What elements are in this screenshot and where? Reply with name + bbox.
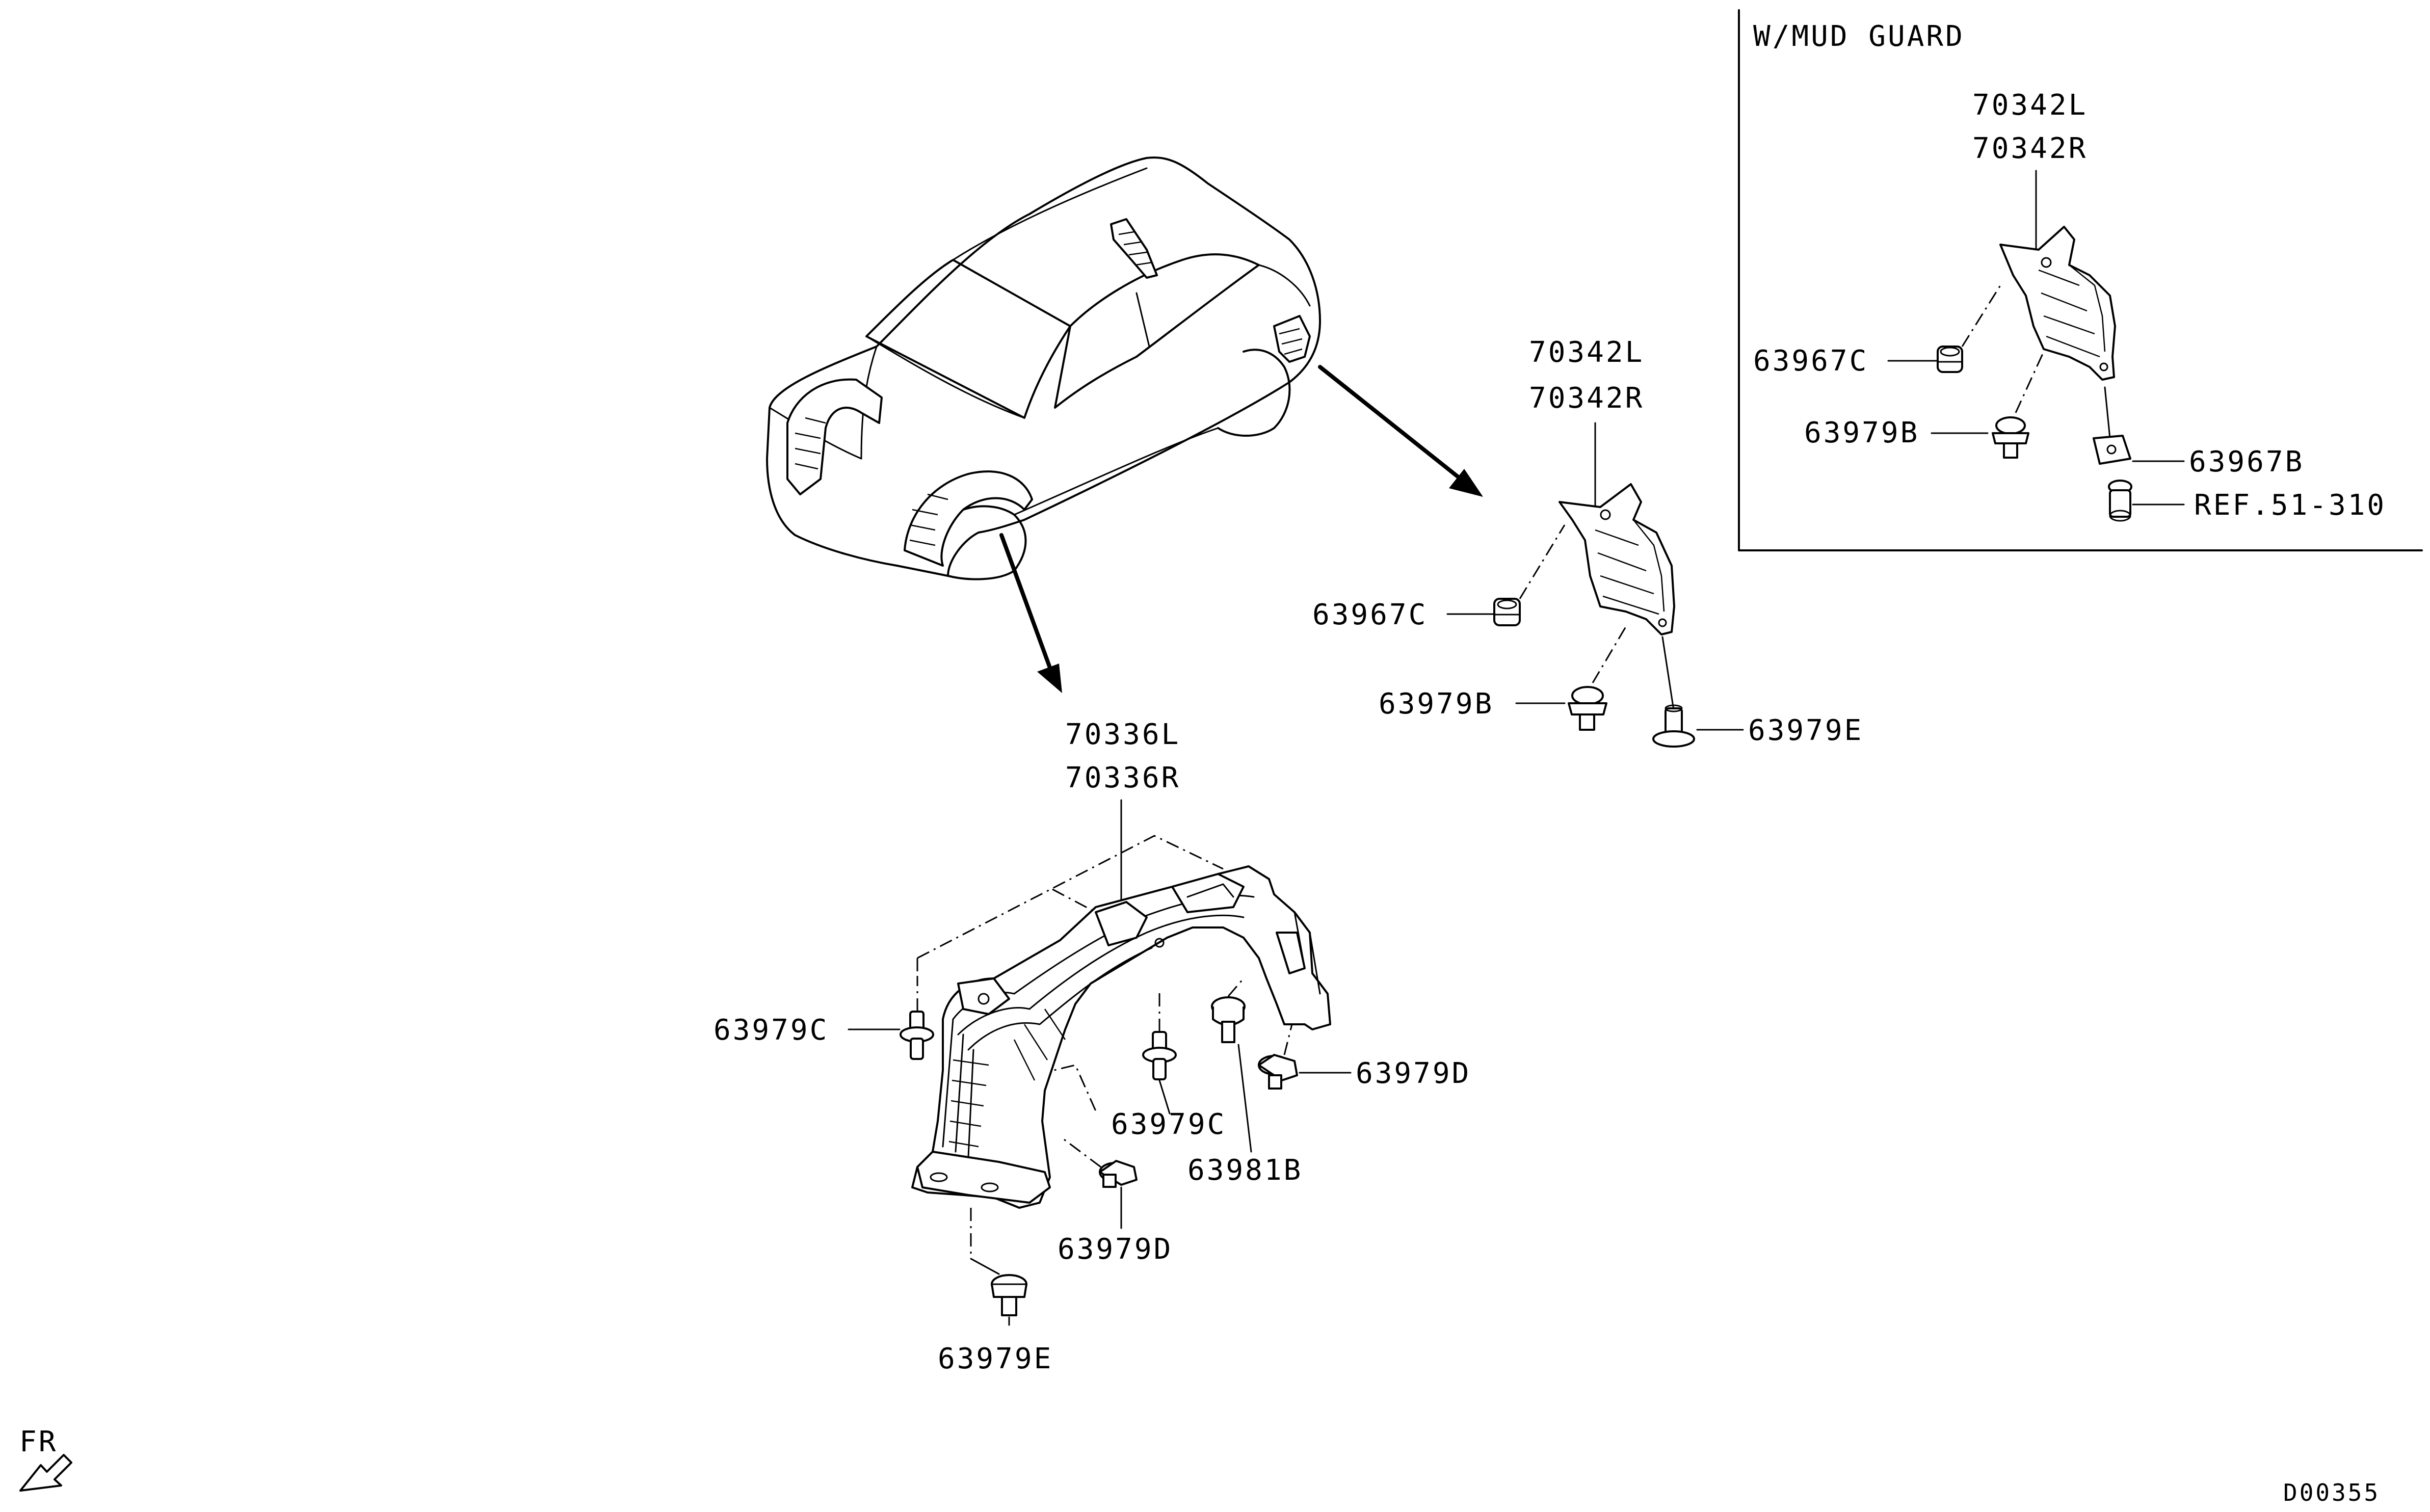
assembly-line xyxy=(1961,285,2001,347)
front-arrow-icon xyxy=(19,1454,72,1492)
inset-label-63967b: 63967B xyxy=(2189,445,2304,479)
inset-label-63967c: 63967C xyxy=(1753,344,1868,378)
assembly-line xyxy=(1283,1024,1293,1055)
label-63967c: 63967C xyxy=(1312,598,1428,631)
clip-63979b xyxy=(1568,686,1607,731)
clip-63979d-right xyxy=(1258,1054,1298,1090)
car-front-liner-far xyxy=(786,378,883,495)
car-front-liner-near xyxy=(904,470,1033,567)
clip-63979d-bottom xyxy=(1099,1160,1138,1188)
phantom-outline xyxy=(916,835,1224,978)
leader-line xyxy=(970,1258,1000,1275)
label-63979d-bottom: 63979D xyxy=(1058,1233,1173,1266)
inset-mud-guard-part xyxy=(1999,226,2116,381)
assembly-line xyxy=(1519,524,1566,599)
inset-label-70342r: 70342R xyxy=(1972,132,2088,165)
nut-63967c xyxy=(1493,598,1521,626)
screw-63981b xyxy=(1211,996,1246,1043)
inset-title: W/MUD GUARD xyxy=(1753,20,1965,53)
car-rear-liner-far xyxy=(1110,218,1158,279)
label-63979b: 63979B xyxy=(1379,687,1494,721)
clip-63979c-mid xyxy=(1142,1031,1177,1080)
inset-clip-63979b xyxy=(1992,416,2029,459)
clip-63979e xyxy=(1652,704,1695,748)
leader-line xyxy=(1237,1044,1252,1153)
label-70342l: 70342L xyxy=(1529,336,1644,369)
clip-63979c-left xyxy=(900,1011,934,1060)
label-70342r: 70342R xyxy=(1529,382,1644,415)
assembly-line xyxy=(1227,978,1245,997)
rear-wheel xyxy=(1217,349,1291,437)
inset-label-63979b: 63979B xyxy=(1804,416,1919,449)
car-body-outline xyxy=(766,156,1321,577)
vehicle-overview xyxy=(766,156,1483,693)
arrow-front xyxy=(999,533,1062,693)
windshield xyxy=(865,259,1071,419)
front-wheel-liner xyxy=(911,865,1331,1209)
front-wheel xyxy=(947,505,1027,580)
leader-line xyxy=(1661,636,1675,714)
inset-mud-guard: W/MUD GUARD 70342L 70342R 63967C 63979B xyxy=(1738,9,2423,551)
leader-line xyxy=(1158,1079,1171,1115)
label-63979d-right: 63979D xyxy=(1356,1057,1471,1090)
clip-63979e-bottom xyxy=(991,1274,1027,1316)
label-70336r: 70336R xyxy=(1065,761,1180,794)
direction-indicator: FR xyxy=(19,1425,72,1492)
assembly-line xyxy=(1060,1135,1101,1168)
inset-label-ref: REF.51-310 xyxy=(2194,489,2386,522)
label-70336l: 70336L xyxy=(1065,718,1180,751)
inset-clip-63967b xyxy=(2093,435,2131,465)
rear-wheel-liner xyxy=(1559,483,1675,635)
leader-line xyxy=(2104,386,2111,439)
front-wheel-liner-assembly: 70336L 70336R xyxy=(714,718,1471,1375)
inset-nut-63967c xyxy=(1937,346,1963,373)
direction-label: FR xyxy=(19,1425,58,1458)
inset-ref-bolt xyxy=(2108,480,2132,522)
label-63979e: 63979E xyxy=(1748,714,1863,747)
assembly-line xyxy=(2015,351,2045,413)
label-63979e-bottom: 63979E xyxy=(938,1342,1053,1375)
inset-border xyxy=(1738,9,2423,551)
inset-label-70342l: 70342L xyxy=(1972,89,2088,122)
rear-wheel-liner-assembly: 70342L 70342R 63967C 63979B xyxy=(1312,336,1863,748)
assembly-line xyxy=(1592,626,1627,683)
label-63979c-left: 63979C xyxy=(714,1014,829,1047)
side-windows xyxy=(1054,253,1260,409)
diagram-code: D00355 xyxy=(2283,1479,2380,1506)
label-63981b: 63981B xyxy=(1187,1154,1303,1187)
car-rear-liner-near xyxy=(1273,315,1311,363)
label-63979c-mid: 63979C xyxy=(1111,1108,1226,1141)
arrow-rear xyxy=(1318,365,1483,497)
